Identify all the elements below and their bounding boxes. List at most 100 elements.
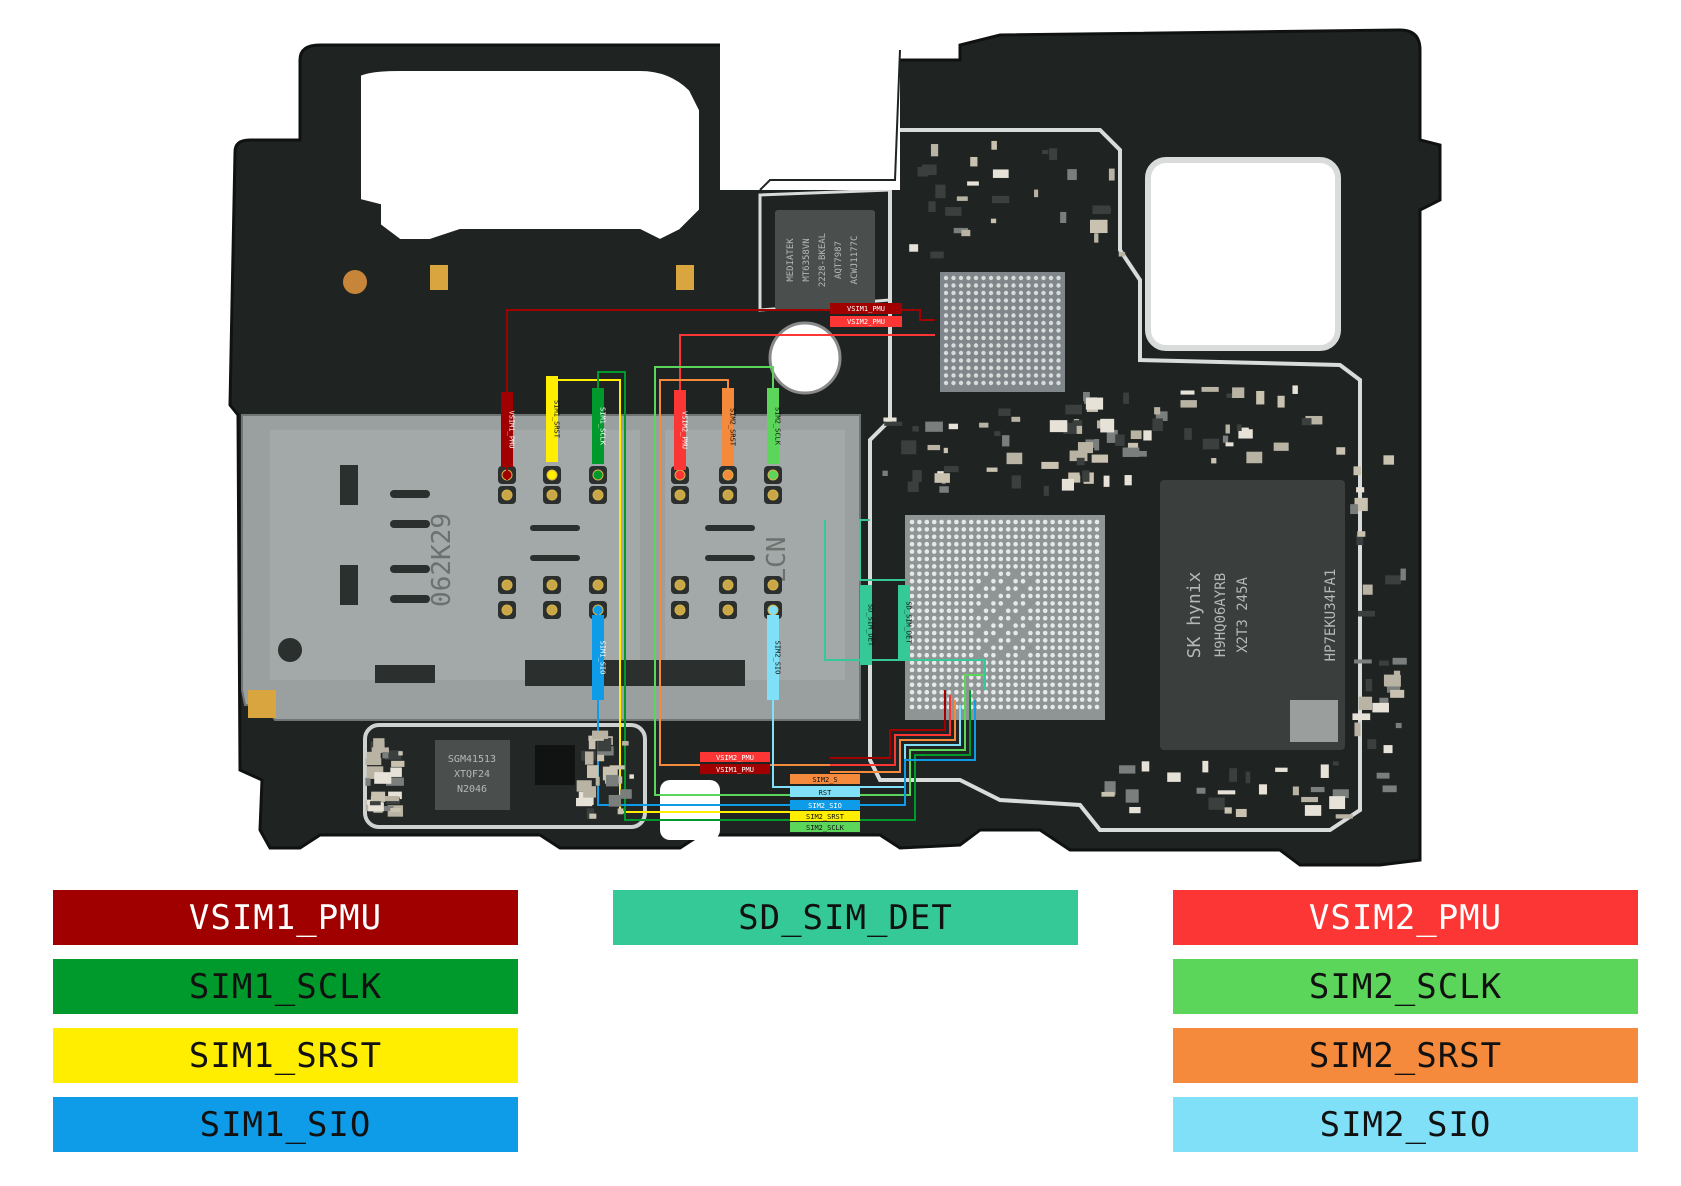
soc-ball <box>1020 704 1026 710</box>
soc-ball <box>1087 578 1092 584</box>
smd-part <box>1386 686 1401 693</box>
soc-ball <box>1042 645 1048 651</box>
smd-part <box>1180 390 1195 395</box>
pmic-ball <box>1048 275 1054 281</box>
pmic-ball <box>1018 380 1024 386</box>
soc-ball <box>998 615 1004 621</box>
pmic-ball <box>1056 350 1061 356</box>
soc-ball <box>939 578 944 584</box>
pmic-ball <box>943 283 949 288</box>
sim-pad <box>722 489 734 501</box>
pmic-ball <box>996 335 1001 341</box>
soc-ball <box>1079 675 1085 680</box>
soc-ball <box>968 527 974 532</box>
soc-ball <box>909 578 915 584</box>
pmic-ball <box>966 320 971 326</box>
soc-ball <box>1013 578 1018 584</box>
pmic-ball <box>1041 343 1046 348</box>
soc-ball <box>1042 682 1048 688</box>
soc-ball <box>998 578 1004 584</box>
soc-ball <box>1065 660 1070 665</box>
soc-ball <box>1087 608 1092 614</box>
pad-label: SIM1_SRST <box>553 400 561 439</box>
legend-sim1-sclk-label: SIM1_SCLK <box>188 966 383 1007</box>
soc-ball <box>939 682 944 688</box>
soc-ball <box>1094 638 1100 643</box>
soc-ball <box>924 682 930 688</box>
pmic-ball <box>1018 328 1024 333</box>
soc-ball <box>1005 586 1011 591</box>
soc-ball <box>976 519 981 525</box>
soc-ball <box>1035 638 1041 643</box>
smd-part <box>1332 789 1349 799</box>
pmic-ball <box>958 313 964 318</box>
soc-ball <box>909 534 915 540</box>
smd-part <box>369 801 381 806</box>
soc-ball <box>924 527 930 532</box>
pmic-ball <box>981 290 986 296</box>
soc-ball <box>1035 571 1041 577</box>
smd-part <box>1119 765 1136 774</box>
soc-ball <box>1013 527 1018 532</box>
soc-ball <box>954 645 959 651</box>
soc-ball <box>917 564 922 569</box>
soc-ball <box>1020 556 1026 562</box>
soc-ball <box>1057 541 1063 547</box>
soc-ball <box>909 660 915 665</box>
smd-part <box>1356 534 1364 546</box>
smd-part <box>1063 422 1080 434</box>
soc-ball <box>968 675 974 680</box>
pmic-ball <box>996 328 1001 333</box>
silkscreen-top-left <box>758 188 892 312</box>
pmic-ball <box>951 373 956 378</box>
soc-ball <box>1057 667 1063 673</box>
pmic-ball <box>1003 373 1009 378</box>
soc-ball <box>1013 675 1018 680</box>
soc-ball <box>991 534 996 540</box>
pmic-ball <box>943 358 949 363</box>
pmic-ball <box>951 305 956 311</box>
soc-ball <box>968 652 974 658</box>
soc-ball <box>1094 630 1100 636</box>
smd-part <box>1180 400 1197 408</box>
pad-label-bg <box>767 615 779 700</box>
soc-ball <box>931 630 937 636</box>
smd-part <box>622 741 629 746</box>
mediatek-text-2: MT6358VN <box>802 238 812 281</box>
pmic-ball <box>1048 380 1054 386</box>
soc-ball <box>1094 593 1100 599</box>
soc-ball <box>976 645 981 651</box>
soc-ball <box>1042 549 1048 554</box>
soc-ball <box>1094 571 1100 577</box>
pmic-ball <box>1056 343 1061 348</box>
pmic-ball <box>1018 373 1024 378</box>
pmic-ball <box>1033 290 1039 296</box>
soc-ball <box>983 630 989 636</box>
soc-ball <box>998 704 1004 710</box>
bot-label-rst-bg <box>790 787 860 797</box>
soc-ball <box>1020 667 1026 673</box>
soc-ball <box>1065 571 1070 577</box>
pmic-ball <box>951 313 956 318</box>
soc-ball <box>998 549 1004 554</box>
soc-ball <box>909 549 915 554</box>
pad-label: SIM2_SRST <box>729 408 737 447</box>
soc-ball <box>1050 704 1055 710</box>
soc-ball <box>1079 541 1085 547</box>
pad-label-bg <box>767 388 779 464</box>
soc-ball <box>1087 601 1092 606</box>
soc-ball <box>1028 519 1033 525</box>
soc-ball <box>1005 697 1011 702</box>
soc-ball <box>1035 601 1041 606</box>
pmic-ball <box>1011 350 1016 356</box>
bot-label-sim2sio-bg <box>790 800 860 810</box>
sim-pad <box>501 604 513 616</box>
soc-ball <box>1072 571 1078 577</box>
soc-ball <box>1020 682 1026 688</box>
smd-part <box>366 751 381 762</box>
soc-ball <box>1057 527 1063 532</box>
trace-bundle-8 <box>830 700 976 806</box>
soc-ball <box>1028 608 1033 614</box>
smd-part <box>1006 452 1023 465</box>
soc-ball <box>1057 593 1063 599</box>
